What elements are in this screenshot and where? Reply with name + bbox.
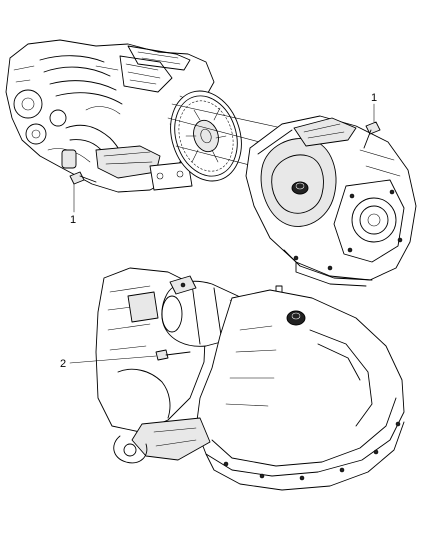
bolt-2 [155, 349, 191, 361]
lower-transaxle-assembly [95, 267, 405, 491]
callout-2: 2 [60, 355, 157, 370]
bolt-1-upper-right [363, 121, 381, 149]
callout-1-top-right: 1 [371, 92, 377, 123]
callout-label: 2 [60, 358, 66, 370]
callout-label: 1 [371, 92, 377, 104]
callout-1-left: 1 [70, 183, 76, 226]
engine-block [5, 39, 215, 193]
engine-transaxle-assembly [5, 39, 417, 287]
bolt-1-left [69, 171, 97, 185]
transaxle [245, 115, 417, 287]
callout-label: 1 [70, 214, 76, 226]
transaxle-lower-case [113, 289, 405, 491]
